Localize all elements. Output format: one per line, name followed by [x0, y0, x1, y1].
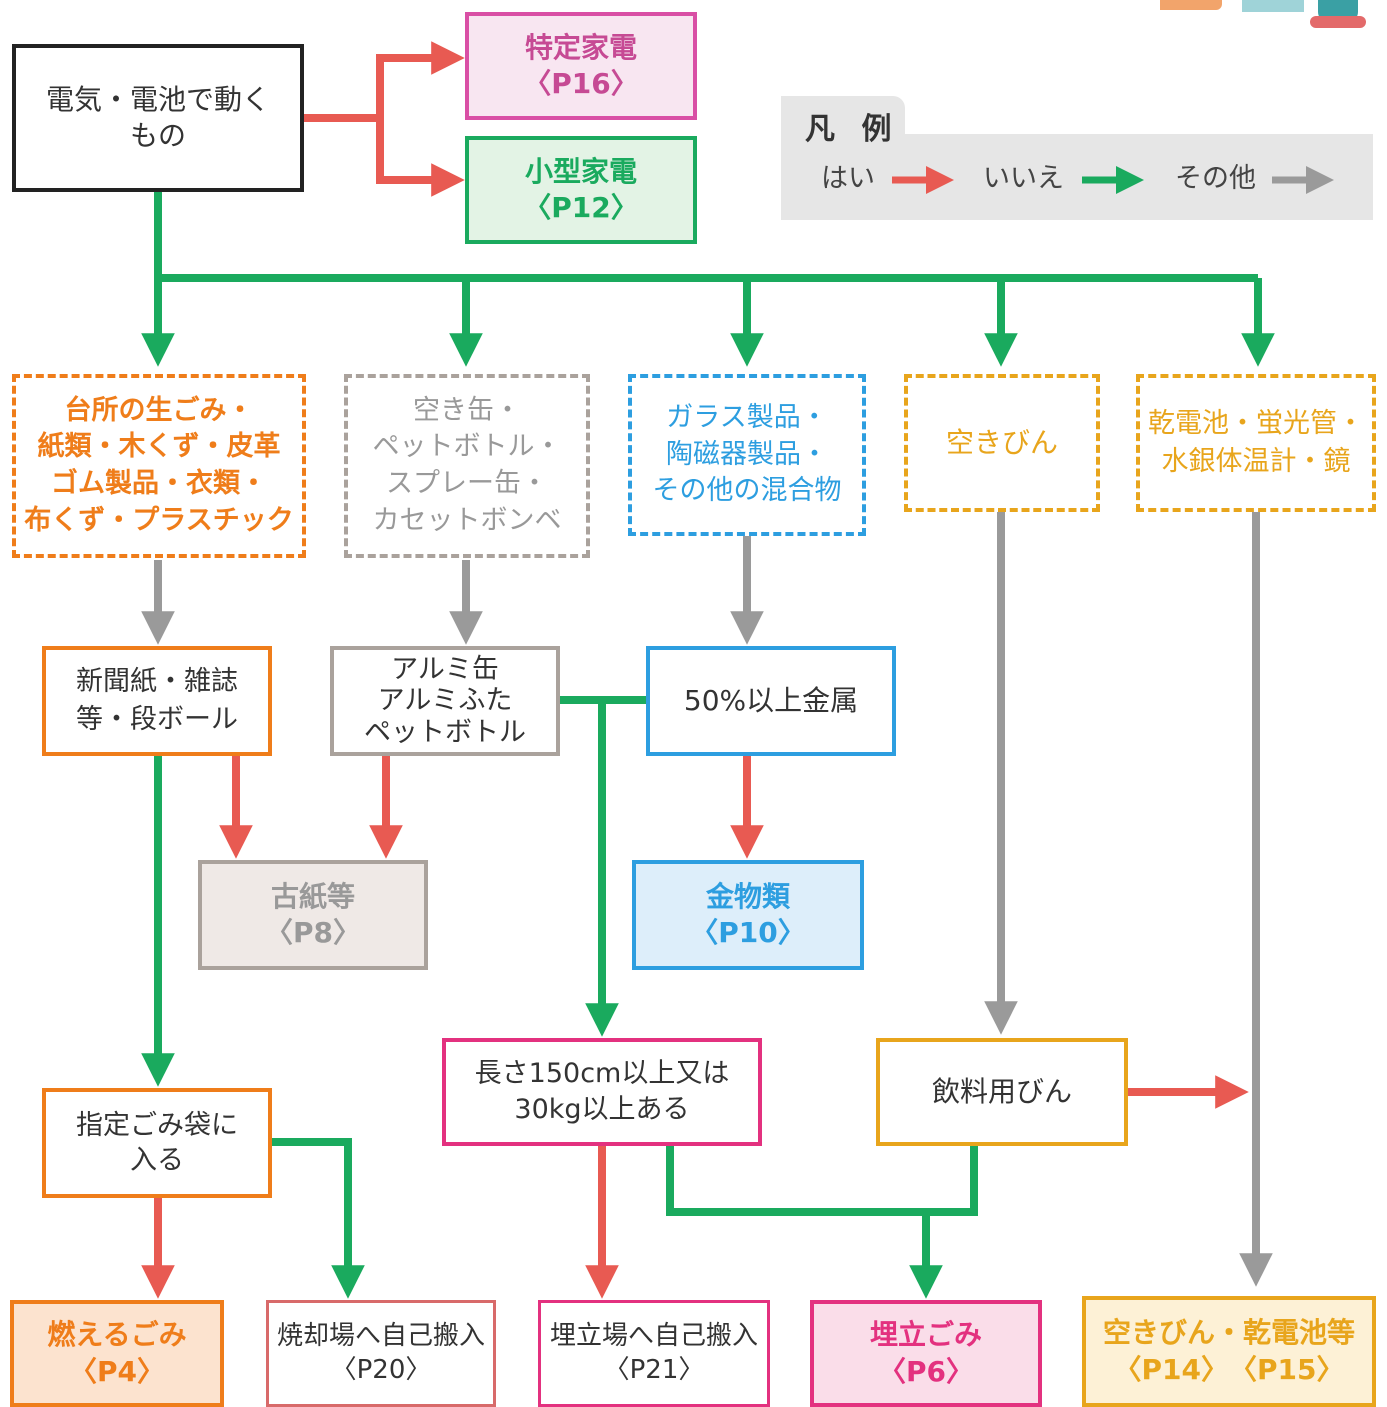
- legend-yes-label: はい: [821, 163, 875, 194]
- node-umetate-line2: 〈P6〉: [877, 1354, 974, 1388]
- node-category-glass: ガラス製品・ 陶磁器製品・ その他の混合物: [628, 374, 866, 536]
- node-tokutei-kaden: 特定家電 〈P16〉: [465, 12, 697, 120]
- node-cat-glass-line2: 陶磁器製品・: [666, 438, 828, 470]
- node-q-newspaper-line1: 新聞紙・雑誌: [76, 666, 238, 698]
- node-tokutei-line1: 特定家電: [524, 30, 637, 64]
- node-cat-cans-line4: カセットボンベ: [372, 504, 562, 536]
- no-line-size-to-umetate: [666, 1146, 926, 1216]
- node-category-burnable: 台所の生ごみ・ 紙類・木くず・皮革 ゴム製品・衣類・ 布くず・プラスチック: [12, 374, 306, 558]
- node-koshi: 古紙等 〈P8〉: [198, 860, 428, 970]
- node-start: 電気・電池で動く もの: [12, 44, 304, 192]
- node-koshi-line2: 〈P8〉: [264, 916, 361, 949]
- illustration-shape: [1242, 0, 1304, 12]
- node-shokyakujo-jiko-hannyu: 焼却場へ自己搬入 〈P20〉: [266, 1300, 496, 1407]
- node-kogata-line2: 〈P12〉: [523, 191, 639, 224]
- legend-arrows: [892, 166, 1334, 194]
- node-umetate-gomi: 埋立ごみ 〈P6〉: [810, 1300, 1042, 1407]
- node-q-newspaper-line2: 等・段ボール: [76, 704, 238, 735]
- illustration-shape: [1160, 0, 1222, 10]
- node-akibin-line2: 〈P14〉 〈P15〉: [1113, 1352, 1345, 1386]
- node-q-alumi-line3: ペットボトル: [364, 716, 526, 748]
- node-umetate-line1: 埋立ごみ: [869, 1318, 982, 1352]
- node-moeru-line2: 〈P4〉: [68, 1354, 165, 1388]
- node-question-drink-bottle: 飲料用びん: [876, 1038, 1128, 1146]
- node-cat-cans-line1: 空き缶・: [413, 394, 521, 426]
- yes-arrow-start-to-kogata: [376, 118, 465, 197]
- node-moeru-line1: 燃えるごみ: [47, 1318, 187, 1352]
- corner-illustration: [1160, 0, 1387, 30]
- yes-arrow-start-to-tokutei: [304, 41, 465, 122]
- node-cat-burnable-line1: 台所の生ごみ・: [64, 394, 254, 426]
- node-cat-burnable-line3: ゴム製品・衣類・: [51, 468, 267, 499]
- node-q-metal-line1: 50%以上金属: [683, 683, 859, 717]
- node-cat-bottles-line1: 空きびん: [945, 425, 1058, 459]
- node-question-size: 長さ150cm以上又は 30kg以上ある: [442, 1038, 762, 1146]
- node-q-drink-line1: 飲料用びん: [931, 1074, 1072, 1108]
- node-akibin-kandenchi: 空きびん・乾電池等 〈P14〉 〈P15〉: [1082, 1296, 1376, 1407]
- node-moeru-gomi: 燃えるごみ 〈P4〉: [10, 1300, 224, 1407]
- node-question-metal: 50%以上金属: [646, 646, 896, 756]
- node-tokutei-line2: 〈P16〉: [523, 67, 639, 100]
- node-kogata-kaden: 小型家電 〈P12〉: [465, 136, 697, 244]
- node-shokyaku-line1: 焼却場へ自己搬入: [276, 1320, 485, 1351]
- node-cat-burnable-line4: 布くず・プラスチック: [24, 504, 294, 536]
- illustration-shape: [1310, 16, 1366, 28]
- node-q-bag-line2: 入る: [130, 1145, 184, 1176]
- node-cat-cans-line2: ペットボトル・: [372, 431, 562, 463]
- node-kanamono: 金物類 〈P10〉: [632, 860, 864, 970]
- node-umetatejo-line1: 埋立場へ自己搬入: [549, 1320, 758, 1351]
- node-q-size-line1: 長さ150cm以上又は: [474, 1057, 730, 1089]
- node-cat-glass-line1: ガラス製品・: [666, 401, 828, 433]
- no-line-drink-to-umetate: [926, 1146, 978, 1216]
- node-question-newspaper: 新聞紙・雑誌 等・段ボール: [42, 646, 272, 756]
- node-kanamono-line1: 金物類: [705, 879, 790, 913]
- node-cat-burnable-line2: 紙類・木くず・皮革: [37, 431, 281, 463]
- legend-title: 凡 例: [805, 112, 900, 147]
- node-category-bottles: 空きびん: [904, 374, 1100, 512]
- node-q-alumi-line2: アルミふた: [377, 685, 513, 717]
- node-start-line1: 電気・電池で動く: [45, 82, 270, 116]
- node-start-line2: もの: [129, 119, 186, 152]
- node-q-bag-line1: 指定ごみ袋に: [76, 1109, 238, 1141]
- node-shokyaku-line2: 〈P20〉: [330, 1354, 432, 1385]
- node-cat-batteries-line1: 乾電池・蛍光管・: [1148, 408, 1364, 440]
- legend-other-label: その他: [1175, 163, 1256, 194]
- node-kanamono-line2: 〈P10〉: [690, 916, 806, 949]
- node-category-batteries: 乾電池・蛍光管・ 水銀体温計・鏡: [1136, 374, 1376, 512]
- node-kogata-line1: 小型家電: [524, 154, 637, 188]
- node-cat-cans-line3: スプレー缶・: [386, 468, 548, 499]
- node-cat-batteries-line2: 水銀体温計・鏡: [1161, 446, 1351, 477]
- no-arrow-bag-to-shokyaku: [272, 1138, 365, 1299]
- node-koshi-line1: 古紙等: [270, 879, 355, 913]
- node-category-cans: 空き缶・ ペットボトル・ スプレー缶・ カセットボンベ: [344, 374, 590, 558]
- node-q-alumi-line1: アルミ缶: [391, 654, 499, 686]
- node-question-alumi: アルミ缶 アルミふた ペットボトル: [330, 646, 560, 756]
- node-question-bag: 指定ごみ袋に 入る: [42, 1088, 272, 1198]
- node-umetatejo-jiko-hannyu: 埋立場へ自己搬入 〈P21〉: [538, 1300, 770, 1407]
- node-q-size-line2: 30kg以上ある: [514, 1094, 690, 1125]
- node-cat-glass-line3: その他の混合物: [652, 475, 842, 507]
- node-akibin-line1: 空きびん・乾電池等: [1102, 1316, 1355, 1350]
- legend-no-label: いいえ: [983, 163, 1064, 194]
- legend-tab: [781, 96, 905, 140]
- node-umetatejo-line2: 〈P21〉: [603, 1354, 705, 1385]
